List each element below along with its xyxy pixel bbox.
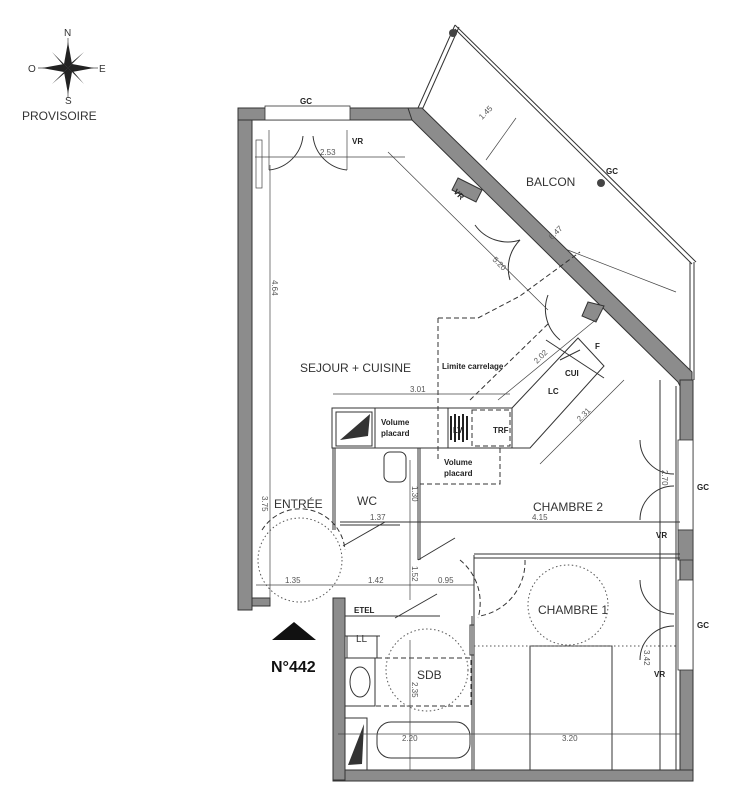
lot-number: N°442: [271, 659, 316, 676]
dim: 3.75: [260, 496, 269, 512]
room-entree: ENTRÉE: [274, 496, 323, 511]
dim: 1.37: [370, 513, 386, 522]
compass-e: E: [99, 64, 106, 75]
lc-label: LC: [548, 387, 559, 396]
dim: 0.95: [438, 576, 454, 585]
compass-o: O: [28, 64, 36, 75]
dim: 1.45: [477, 104, 495, 122]
trf-label: TRF: [493, 426, 509, 435]
room-chambre1: CHAMBRE 1: [538, 603, 608, 617]
provisoire-label: PROVISOIRE: [22, 109, 97, 123]
dim: 4.15: [532, 513, 548, 522]
limite-carrelage-label: Limite carrelage: [442, 362, 504, 371]
compass-rose-icon: [38, 38, 98, 98]
dim: 6.47: [547, 224, 565, 242]
window-sejour: [264, 105, 351, 121]
dim: 2.53: [320, 148, 336, 157]
walls: [237, 107, 694, 782]
dim: 2.02: [532, 348, 550, 366]
dim: 1.35: [285, 576, 301, 585]
vr-tag: VR: [656, 531, 667, 540]
dim: 3.20: [562, 734, 578, 743]
gc-tag: GC: [300, 97, 312, 106]
gc-tag: GC: [697, 483, 709, 492]
dim: 1.52: [410, 566, 419, 582]
cui-label: CUI: [565, 369, 579, 378]
etel-label: ETEL: [354, 606, 375, 615]
doors: [255, 130, 675, 661]
interior-walls: [332, 380, 680, 770]
dim: 2.31: [575, 406, 593, 424]
room-balcon: BALCON: [526, 175, 575, 189]
dim: 3.42: [642, 650, 651, 666]
entrance-arrow-icon: [272, 622, 316, 640]
kitchen-counter: [331, 251, 605, 485]
lv-label: LV: [453, 426, 463, 435]
dim: 1.30: [410, 486, 419, 502]
ll-label: LL: [356, 634, 368, 645]
dim: 4.64: [270, 280, 279, 296]
dim: 2.35: [410, 682, 419, 698]
balcony-outline: [417, 24, 697, 380]
vr-tag: VR: [352, 137, 363, 146]
gc-tag: GC: [697, 621, 709, 630]
dim: 5.20: [491, 255, 509, 273]
dim: 2.70: [660, 470, 669, 486]
room-sdb: SDB: [417, 668, 442, 682]
compass-s: S: [65, 96, 72, 107]
gc-tag: GC: [606, 167, 618, 176]
dim: 1.42: [368, 576, 384, 585]
vr-tag: VR: [654, 670, 665, 679]
f-label: F: [595, 342, 600, 351]
compass-n: N: [64, 28, 71, 39]
dimension-lines: [255, 151, 680, 770]
window-chambre1: [677, 579, 694, 671]
room-sejour: SEJOUR + CUISINE: [300, 361, 411, 375]
room-chambre2: CHAMBRE 2: [533, 500, 603, 514]
dim: 2.20: [402, 734, 418, 743]
window-chambre2: [677, 439, 694, 531]
room-wc: WC: [357, 494, 377, 508]
dim: 3.01: [410, 385, 426, 394]
